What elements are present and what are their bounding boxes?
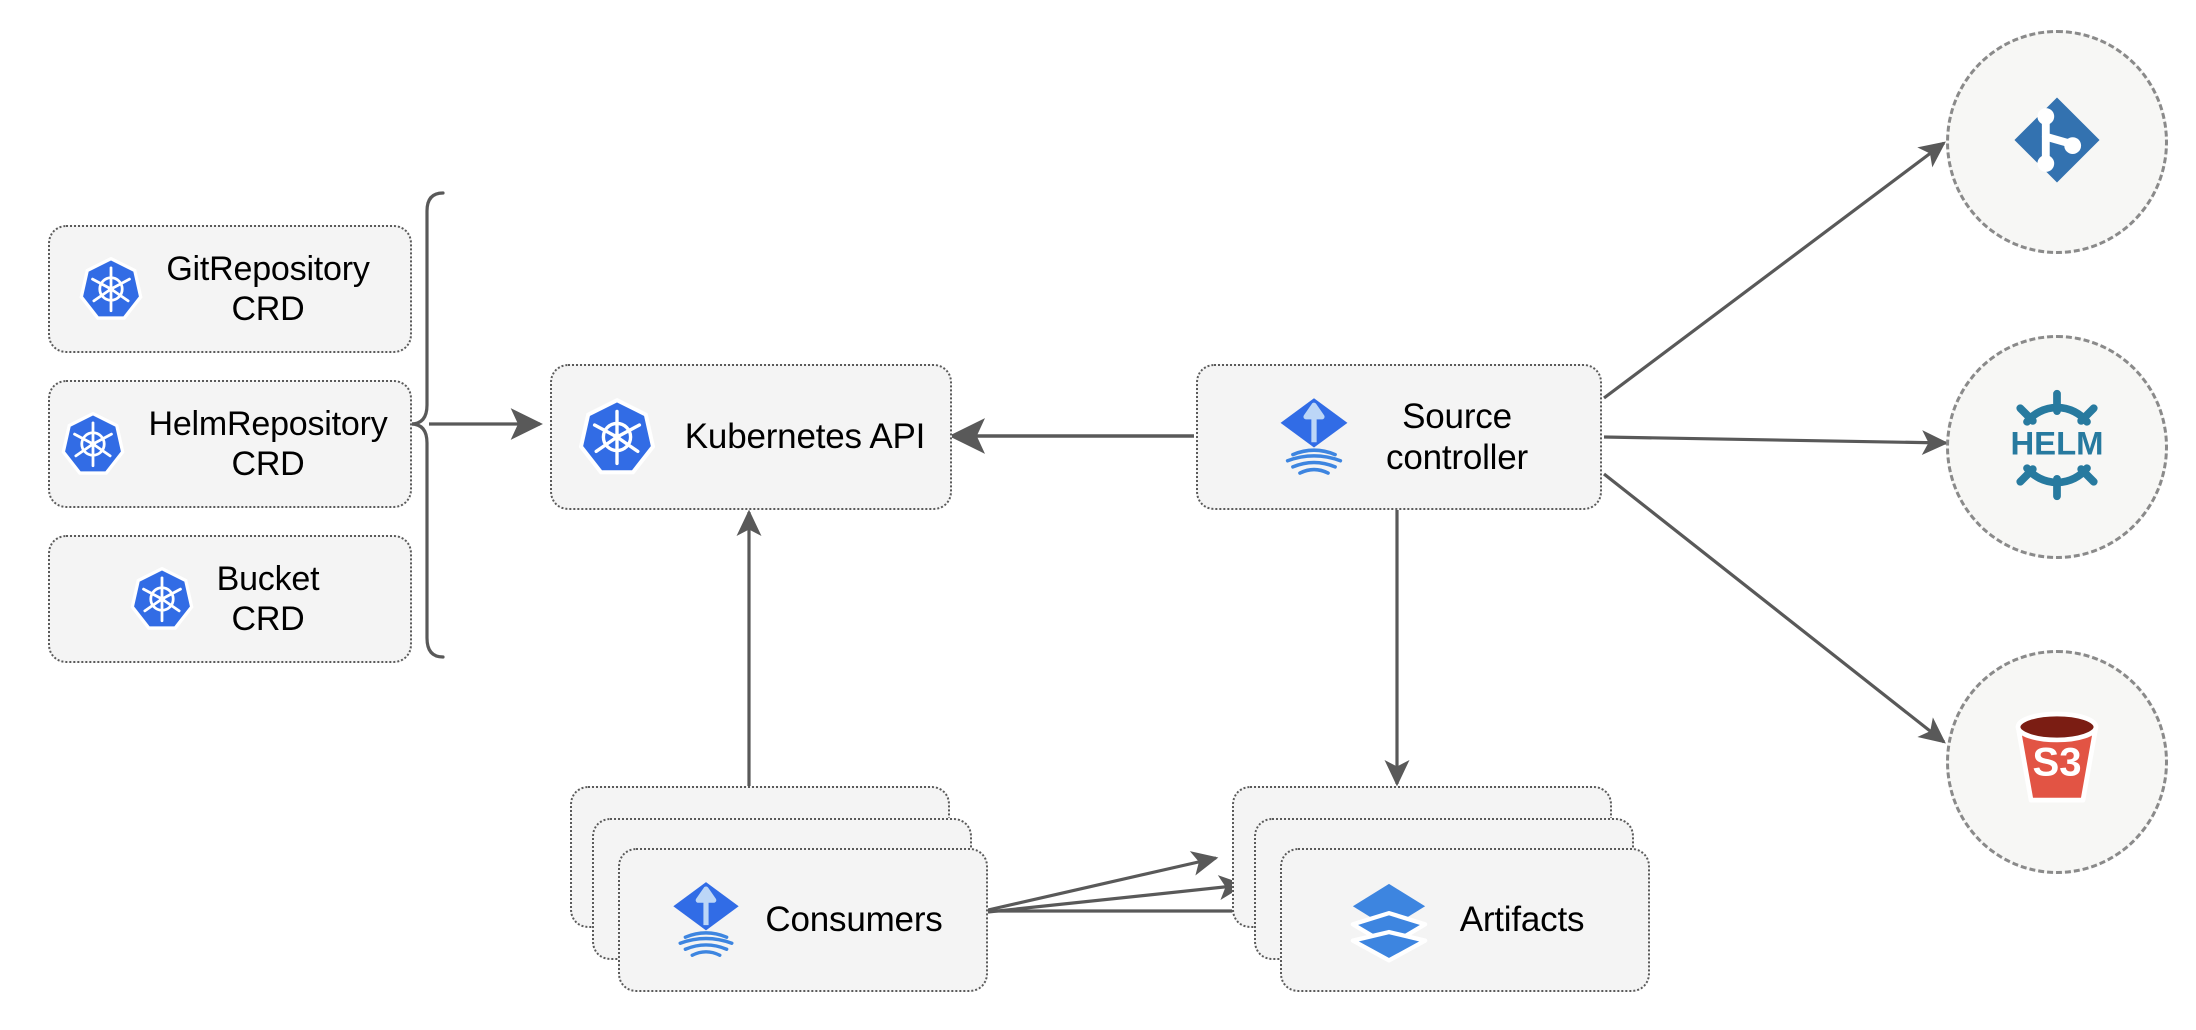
flux-icon [663,877,749,963]
s3-wordmark: S3 [2032,739,2081,784]
source-controller-box[interactable]: Source controller [1196,364,1602,510]
artifacts-label: Artifacts [1459,900,1585,940]
endpoint-helm-circle[interactable]: HELM [1946,335,2168,559]
crd-group-brace [409,191,445,659]
endpoint-s3-circle[interactable]: S3 [1946,650,2168,874]
helm-icon: HELM [1994,387,2120,508]
edge-source-controller-to-helm [1603,430,1949,456]
kubernetes-icon [577,397,657,477]
edge-source-controller-to-s3 [1603,472,1946,744]
artifacts-box[interactable]: Artifacts [1280,848,1650,992]
crd-label: GitRepository CRD [166,249,370,328]
edge-source-controller-to-git [1603,141,1946,400]
artifacts-stack: Artifacts [1232,786,1692,1016]
kubernetes-icon [129,566,195,632]
s3-bucket-icon: S3 [1998,701,2116,824]
layers-icon [1346,877,1432,963]
crd-box-bucket[interactable]: Bucket CRD [48,535,412,663]
flux-icon [1270,393,1358,481]
kubernetes-icon [78,256,144,322]
consumers-box[interactable]: Consumers [618,848,988,992]
crd-box-helmrepository[interactable]: HelmRepository CRD [48,380,412,508]
git-icon [2001,84,2113,201]
kubernetes-api-label: Kubernetes API [684,417,926,457]
consumers-label: Consumers [765,900,943,940]
crd-label: HelmRepository CRD [148,404,388,483]
crd-label: Bucket CRD [216,559,320,638]
helm-wordmark: HELM [2010,424,2103,461]
kubernetes-api-box[interactable]: Kubernetes API [550,364,952,510]
consumers-stack: Consumers [570,786,1030,1016]
endpoint-git-circle[interactable] [1946,30,2168,254]
kubernetes-icon [60,411,126,477]
source-controller-label: Source controller [1386,396,1528,477]
crd-box-gitrepository[interactable]: GitRepository CRD [48,225,412,353]
